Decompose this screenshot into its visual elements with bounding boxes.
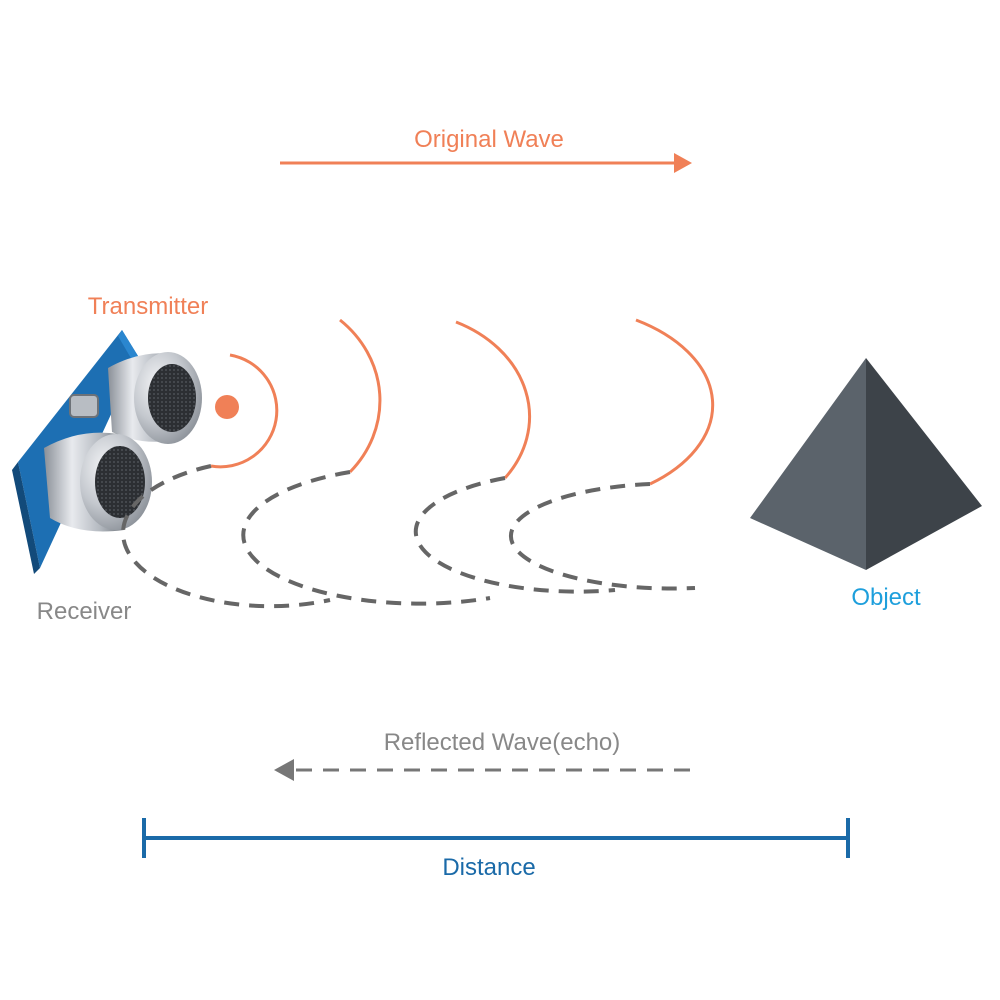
echo-arc-2 [241,470,491,606]
reflected-wave-arcs [120,464,696,609]
receiver-label: Receiver [37,598,132,625]
distance-label: Distance [442,854,535,881]
transmit-arc-1 [210,353,279,469]
pyramid-icon [750,358,982,570]
reflected-wave-arrow [274,759,692,781]
transmit-arc-2 [339,318,382,474]
reflected-wave-label: Reflected Wave(echo) [384,729,621,756]
original-wave-label: Original Wave [414,126,564,153]
transmit-arc-3 [455,320,531,479]
distance-bar [142,818,850,858]
transmit-arc-4 [635,318,715,486]
echo-arc-3 [413,476,616,594]
transmitted-wave-arcs [210,318,715,486]
ultrasonic-sensor-icon [12,330,202,574]
echo-arc-1 [120,464,331,609]
object-label: Object [851,584,921,611]
original-wave-arrow [280,153,692,173]
echo-arc-4 [508,482,696,591]
transmitter-label: Transmitter [88,293,208,320]
transmitter-emission-dot [215,395,239,419]
